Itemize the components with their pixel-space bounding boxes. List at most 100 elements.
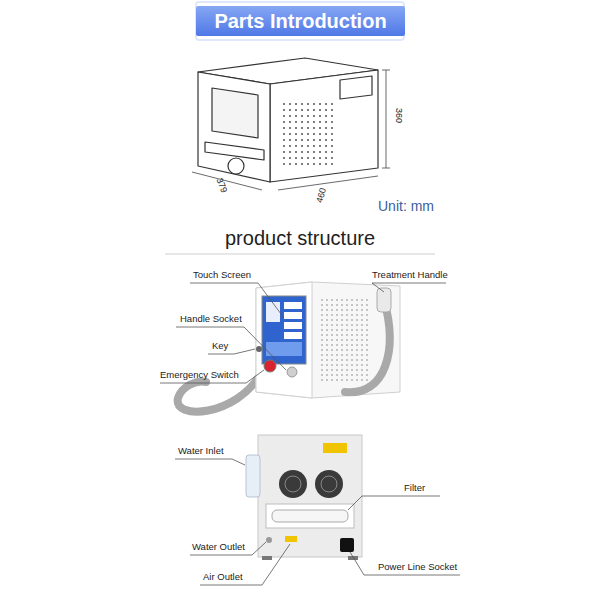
filter [272, 510, 348, 522]
vent-dot [331, 329, 333, 331]
vent-dot [346, 369, 348, 371]
vent-dot [325, 127, 327, 129]
vent-dot [326, 339, 328, 341]
vent-dot [321, 359, 323, 361]
dim-line [278, 176, 378, 190]
vent-dot [301, 163, 303, 165]
vent-dot [307, 157, 309, 159]
vent-dot [356, 354, 358, 356]
vent-dot [301, 157, 303, 159]
vent-dot [301, 139, 303, 141]
vent-dot [366, 359, 368, 361]
vent-dot [321, 314, 323, 316]
vent-dot [356, 364, 358, 366]
vent-dot [341, 344, 343, 346]
vent-dot [341, 324, 343, 326]
warning-sticker [323, 443, 347, 453]
vent-dot [356, 359, 358, 361]
vent-dot [361, 304, 363, 306]
vent-dot [361, 354, 363, 356]
vent-dot [289, 151, 291, 153]
key [256, 346, 262, 352]
dim-line [386, 70, 387, 168]
vent-dots [321, 299, 368, 381]
vent-dot [356, 304, 358, 306]
vent-dot [336, 349, 338, 351]
vent-dot [336, 324, 338, 326]
vent-dot [341, 334, 343, 336]
vent-dot [346, 319, 348, 321]
fan-grid [285, 476, 301, 492]
vent-dot [351, 349, 353, 351]
vent-dot [366, 304, 368, 306]
vent-dot [301, 151, 303, 153]
vent-dot [295, 115, 297, 117]
vent-dot [283, 109, 285, 111]
dimension-lines [192, 70, 390, 190]
vent-dot [321, 319, 323, 321]
vent-dot [366, 309, 368, 311]
part-label: Treatment Handle [372, 269, 448, 280]
vent-dot [341, 359, 343, 361]
vent-dot [321, 339, 323, 341]
handle-bay [340, 76, 372, 99]
vent-dot [319, 115, 321, 117]
vent-dot [321, 299, 323, 301]
screen-button [284, 302, 302, 309]
vent-dot [366, 349, 368, 351]
front-panel [256, 282, 312, 398]
leader-line [175, 459, 245, 465]
vent-dot [346, 374, 348, 376]
vent-dot [331, 121, 333, 123]
vent-dot [356, 309, 358, 311]
vent-dot [361, 374, 363, 376]
vent-dot [313, 145, 315, 147]
vent-dot [326, 344, 328, 346]
vent-dot [283, 139, 285, 141]
vent-dot [361, 299, 363, 301]
vent-dot [326, 379, 328, 381]
vent-dot [356, 379, 358, 381]
banner-frame [196, 2, 404, 40]
vent-dot [341, 314, 343, 316]
vent-dot [346, 339, 348, 341]
vent-dot [301, 115, 303, 117]
vent-dot [313, 127, 315, 129]
vent-dot [313, 133, 315, 135]
vent-dot [325, 133, 327, 135]
vent-dot [351, 364, 353, 366]
vent-dot [366, 314, 368, 316]
part-label: Power Line Socket [378, 561, 457, 572]
dim-tick [382, 70, 390, 71]
vent-dot [326, 364, 328, 366]
vent-dot [331, 127, 333, 129]
vent-dot [313, 109, 315, 111]
vent-dot [346, 344, 348, 346]
back-panel [258, 435, 362, 557]
machine-back [246, 435, 362, 560]
leader-line [190, 542, 266, 555]
foot [262, 556, 272, 560]
vent-dot [307, 151, 309, 153]
vent-dot [295, 109, 297, 111]
vent-dot [351, 329, 353, 331]
leader-line [348, 496, 440, 510]
vent-dot [351, 369, 353, 371]
dim-tick [382, 168, 390, 169]
vent-dot [361, 369, 363, 371]
vent-dot [366, 299, 368, 301]
vent-dot [283, 145, 285, 147]
vent-dot [341, 374, 343, 376]
vent-dot [366, 369, 368, 371]
vent-dot [283, 151, 285, 153]
vent-dot [356, 374, 358, 376]
vent-dot [325, 151, 327, 153]
vent-dot [341, 369, 343, 371]
vent-dot [361, 319, 363, 321]
vent-dot [331, 359, 333, 361]
vent-dot [313, 151, 315, 153]
vent-dot [301, 127, 303, 129]
vent-dot [289, 163, 291, 165]
vent-dot [346, 314, 348, 316]
